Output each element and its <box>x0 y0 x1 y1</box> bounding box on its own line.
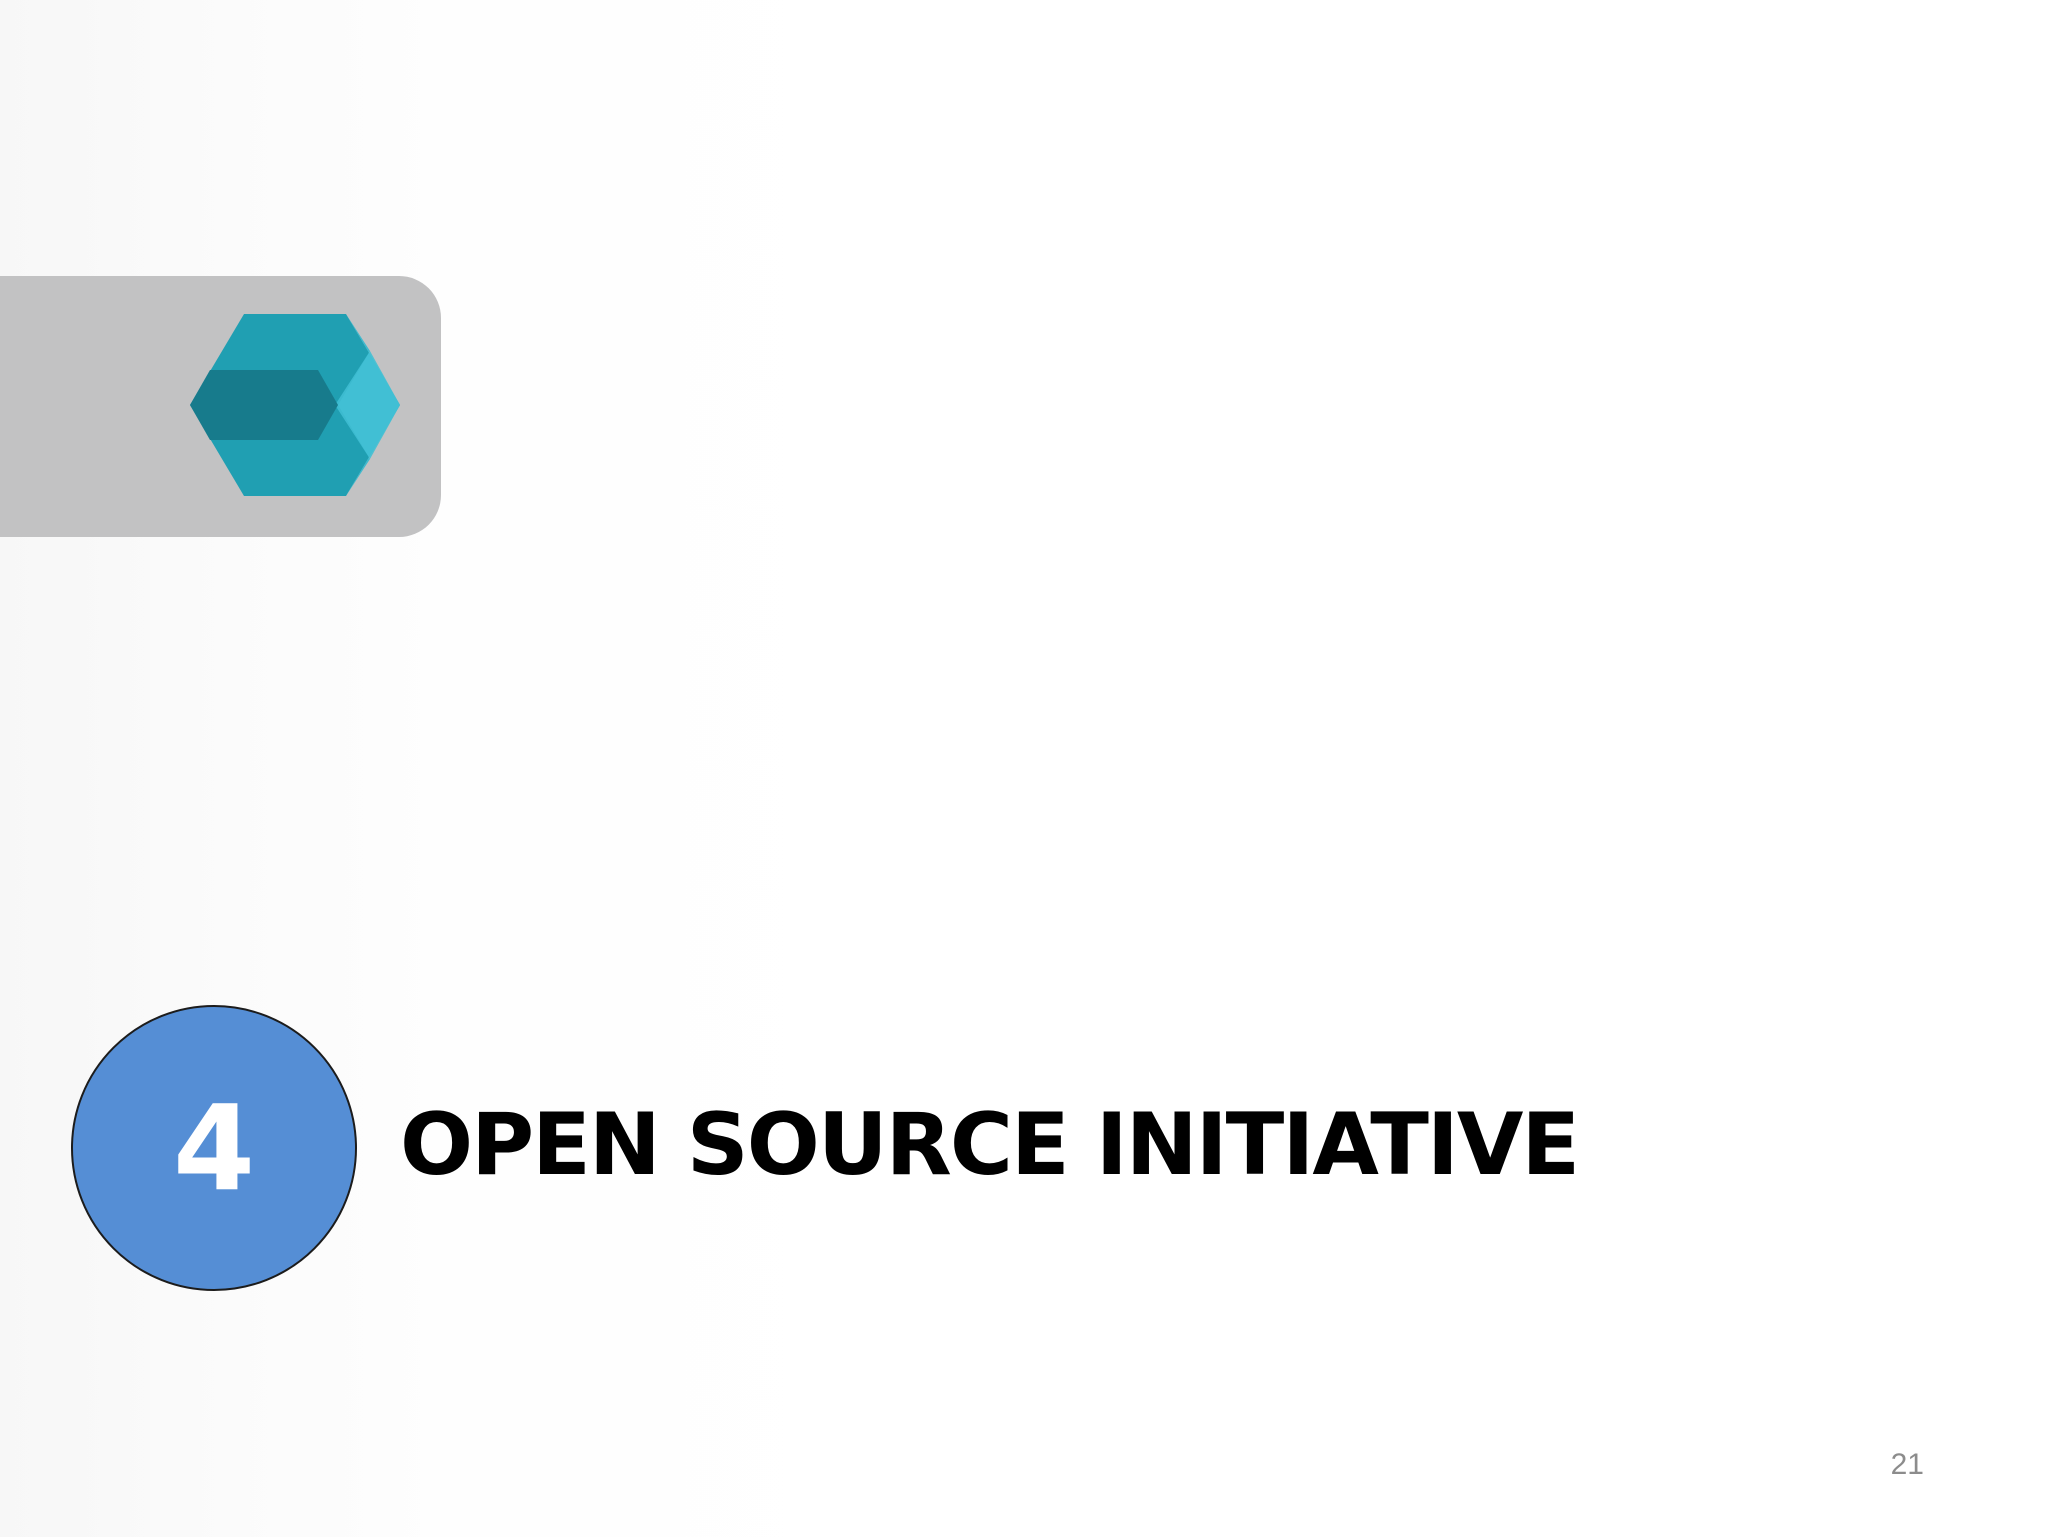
section-number: 4 <box>172 1079 256 1217</box>
hexagon-logo-icon <box>190 314 400 496</box>
page-number: 21 <box>1890 1448 1924 1481</box>
section-title: OPEN SOURCE INITIATIVE <box>400 1095 1580 1195</box>
section-number-circle <box>71 1005 357 1291</box>
